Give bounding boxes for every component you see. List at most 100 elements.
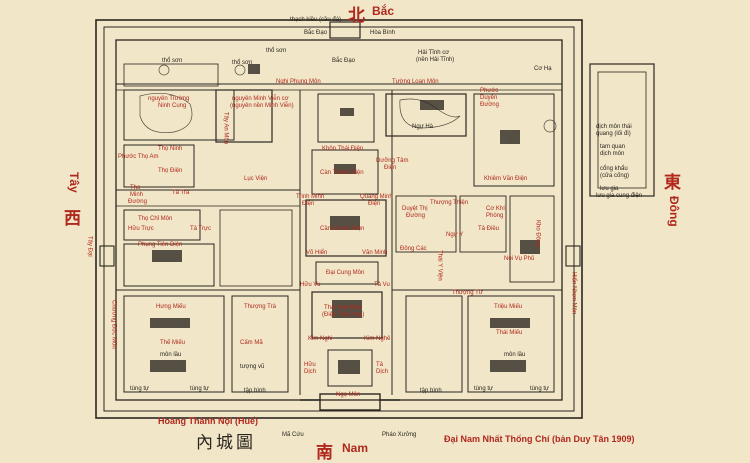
label-tho-son-1: thổ sơn bbox=[162, 58, 183, 64]
label-huu-truc: Hữu Trực bbox=[128, 226, 154, 232]
label-tho-minh-2: Minh bbox=[130, 192, 144, 198]
label-luc-vien: Lục Viện bbox=[244, 176, 268, 182]
label-ta-truc: Tả Trực bbox=[190, 226, 212, 232]
label-thai-hoa-dien-1: Thái Hòa Điện bbox=[324, 305, 363, 311]
label-kho-dong: Kho Đông bbox=[534, 220, 541, 247]
label-luu-gia-1: lưu gia bbox=[600, 186, 619, 192]
label-tay-dai: Tây Đại bbox=[86, 236, 93, 257]
label-phuoc-duyen-2: Duyên bbox=[480, 95, 498, 101]
label-ta-dich-1: Tả bbox=[376, 362, 384, 368]
label-quang-minh-1: Quang Minh bbox=[360, 194, 393, 200]
label-tap-binh-2: tập bình bbox=[420, 388, 442, 394]
source-caption: Đại Nam Nhất Thống Chí (bản Duy Tân 1909… bbox=[444, 434, 635, 444]
label-can-thanh-dien: Càn Thành Điện bbox=[320, 170, 364, 176]
west-label: Tây bbox=[67, 172, 81, 193]
label-mon-lau-1: môn lầu bbox=[160, 352, 182, 358]
label-trinh-minh-2: Điện bbox=[302, 201, 315, 207]
label-dich-mon-thai-2: quang (lối đi) bbox=[596, 131, 631, 137]
label-thai-y-vien: Thái Y Viện bbox=[436, 250, 443, 281]
label-hai-tinh-co: Hải Tĩnh cơ bbox=[418, 50, 450, 56]
map-title: Hoàng Thành Nội (Huế) bbox=[158, 416, 258, 426]
label-tho-ninh: Thọ Ninh bbox=[158, 146, 183, 152]
label-thuong-tra: Thượng Trà bbox=[244, 304, 276, 310]
label-phuoc-duyen-1: Phước bbox=[480, 88, 499, 94]
label-tho-chi-mon: Thọ Chỉ Môn bbox=[138, 216, 173, 222]
label-noi-vu-phu: Nội Vụ Phủ bbox=[504, 256, 535, 262]
imperial-city-wall bbox=[115, 39, 563, 401]
label-co-khi-phong-2: Phòng bbox=[486, 213, 504, 219]
label-thuong-tu: Thượng Tứ bbox=[452, 290, 483, 296]
label-trinh-minh-1: Trinh Minh bbox=[296, 194, 325, 200]
label-bac-dao-2: Bắc Đạo bbox=[332, 58, 356, 64]
label-thach-kieu: thạch kiều (cầu đá) bbox=[290, 17, 342, 23]
label-thai-mieu: Thái Miếu bbox=[496, 330, 523, 336]
label-tung-tu-3: tùng tự bbox=[474, 386, 494, 392]
label-tho-ninh-dien: Thọ Điện bbox=[158, 168, 183, 174]
label-duong-tam-dien-2: Điện bbox=[384, 165, 397, 171]
label-nguyen-minh-vien-1: nguyên Minh Viễn cơ bbox=[232, 96, 289, 102]
label-chuong-duc-mon: Chương Đức Môn bbox=[110, 300, 117, 349]
label-huu-dich-1: Hữu bbox=[304, 362, 316, 368]
ngo-mon-gate bbox=[319, 393, 381, 411]
label-cam-ma: Cấm Mã bbox=[240, 340, 263, 346]
east-label: Đông bbox=[667, 196, 681, 227]
north-label: Bắc bbox=[372, 4, 395, 18]
label-tuong-loan-mon: Tường Loan Môn bbox=[392, 79, 439, 85]
north-cn-glyph: 北 bbox=[348, 6, 365, 26]
label-phuoc-tho-am: Phước Thọ Am bbox=[118, 154, 159, 160]
label-hung-mieu: Hưng Miếu bbox=[156, 304, 186, 310]
label-tung-tu-1: tùng tự bbox=[130, 386, 150, 392]
label-ta-tra: Tả Trà bbox=[172, 190, 190, 196]
east-gate bbox=[565, 245, 581, 267]
east-cn-glyph: 東 bbox=[664, 173, 681, 193]
label-kim-nghi: Kim Nghi bbox=[308, 336, 333, 342]
label-dong-cac: Đông Các bbox=[400, 246, 427, 252]
south-cn-glyph: 南 bbox=[316, 443, 333, 463]
label-ta-dich-2: Dịch bbox=[376, 369, 389, 375]
label-tuong-vu: tượng vũ bbox=[240, 364, 265, 370]
label-dai-cung-mon: Đại Cung Môn bbox=[326, 270, 365, 276]
label-hien-nhon-mon: Hiển Nhơn Môn bbox=[570, 272, 577, 315]
label-vo-hien: Võ Hiển bbox=[306, 250, 328, 256]
label-huu-dich-2: Dịch bbox=[304, 369, 317, 375]
label-duyet-thi-1: Duyệt Thị bbox=[402, 206, 428, 212]
south-label: Nam bbox=[342, 441, 369, 455]
west-gate bbox=[99, 245, 115, 267]
label-phung-tien-dien: Phụng Tiên Điện bbox=[138, 242, 183, 248]
label-thuong-thien: Thượng Thiện bbox=[430, 200, 469, 206]
label-tam-quan-1: tam quan bbox=[600, 144, 626, 150]
label-tay-an-mon: Tây An Môn bbox=[222, 112, 229, 145]
label-trieu-mieu: Triệu Miếu bbox=[494, 304, 523, 310]
label-ta-dieu: Tả Điều bbox=[478, 226, 500, 232]
label-nguyen-minh-vien-2: (nguyên nền Minh Viễn) bbox=[230, 103, 294, 109]
label-nghi-phung-mon: Nghi Phụng Môn bbox=[276, 79, 321, 85]
label-kim-nghe: Kim Nghê bbox=[364, 336, 391, 342]
label-tho-minh-1: Thọ bbox=[130, 185, 141, 191]
label-phuoc-duyen-3: Đường bbox=[480, 102, 499, 108]
label-nen-hai-tinh: (nền Hải Tĩnh) bbox=[416, 57, 455, 63]
label-hoa-binh: Hòa Bình bbox=[370, 30, 396, 36]
label-bac-dao: Bắc Đạo bbox=[304, 30, 328, 36]
label-co-khi-phong-1: Cơ Khí bbox=[486, 206, 505, 212]
label-luu-gia-2: lưu gia cung điện bbox=[596, 193, 643, 199]
label-van-minh: Văn Minh bbox=[362, 250, 388, 256]
label-ngo-mon: Ngọ Môn bbox=[336, 392, 361, 398]
label-phao-xuong: Pháo Xưởng bbox=[382, 432, 417, 438]
label-tho-son-3: thổ sơn bbox=[266, 48, 287, 54]
label-nguyen-truong-2: Ninh Cung bbox=[158, 103, 187, 109]
label-khiem-van-dien: Khiêm Văn Điện bbox=[484, 176, 528, 182]
label-cong-khau-1: cổng khẩu bbox=[600, 166, 628, 172]
west-cn-glyph: 西 bbox=[64, 209, 81, 229]
label-dich-mon-thai-1: dịch môn thái bbox=[596, 124, 632, 130]
title-seal: 內城圖 bbox=[196, 433, 256, 453]
label-ta-vu: Tả Vu bbox=[374, 282, 390, 288]
north-gate bbox=[329, 21, 361, 39]
label-nguyen-truong-1: nguyên Trường bbox=[148, 96, 190, 102]
label-tho-son-2: thổ sơn bbox=[232, 60, 253, 66]
label-tung-tu-2: tùng tự bbox=[190, 386, 210, 392]
label-tung-tu-4: tùng tự bbox=[530, 386, 550, 392]
label-cong-khau-2: (cửa cống) bbox=[600, 173, 630, 179]
label-tap-binh-1: tập bình bbox=[244, 388, 266, 394]
outer-wall bbox=[95, 19, 583, 419]
